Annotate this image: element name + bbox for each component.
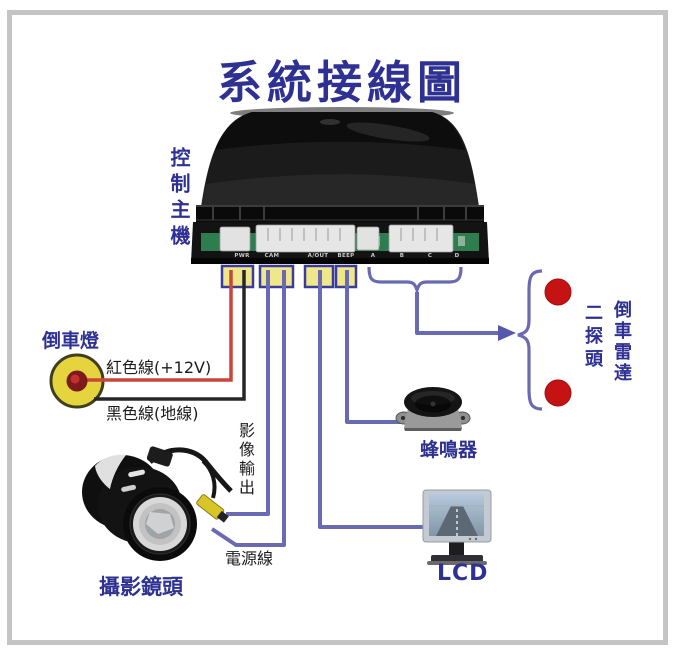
port-label-d: D [454,253,460,259]
control-unit-label: 控制主機 [167,147,191,251]
camera-image [82,446,233,561]
radar-probe-bottom [544,379,572,407]
port-label-c: C [427,253,433,259]
probes-brace [517,269,543,411]
port-label-beep: BEEP [337,253,355,259]
sensor-ports-underbrace [367,266,463,296]
port-label-b: B [399,253,405,259]
camera-label: 攝影鏡頭 [99,575,183,599]
lcd-label: LCD [437,561,489,586]
reverse-light-bulb [66,370,88,392]
buzzer-label: 蜂鳴器 [420,439,478,461]
buzzer-image [395,387,471,431]
lcd-wire [318,270,430,529]
wire-connectors [219,224,454,253]
black-wire-label: 黑色線(地線) [106,404,199,423]
port-label-a: A [370,253,376,259]
radar-wire-arrow [415,292,516,341]
port-label-cam: CAM [264,253,280,259]
port-label-aout: A/OUT [307,253,329,259]
video-output-label: 影像輸出 [236,422,255,498]
black-wire [94,270,246,401]
radar-probe-top [544,278,572,306]
camera-power-wire [210,270,286,547]
red-wire-label: 紅色線(+12V) [106,358,212,377]
port-label-pwr: PWR [234,253,250,259]
lcd-image [422,489,492,565]
reverse-radar-label: 倒車雷達 [611,300,632,384]
highlight-box-power [220,264,255,289]
page-title: 系統接線圖 [216,56,467,109]
reverse-light-label: 倒車燈 [42,330,100,352]
power-wire-label: 電源線 [225,549,274,568]
highlight-box-camera [258,264,295,289]
red-wire [80,270,233,382]
page-border-frame [7,10,668,645]
two-probes-label: 二探頭 [582,303,603,372]
arrow-head-icon [498,325,516,341]
control-unit-image [191,107,489,264]
video-wire [226,270,270,516]
rca-plug-icon [196,494,229,523]
connector-highlight-boxes [220,264,358,289]
